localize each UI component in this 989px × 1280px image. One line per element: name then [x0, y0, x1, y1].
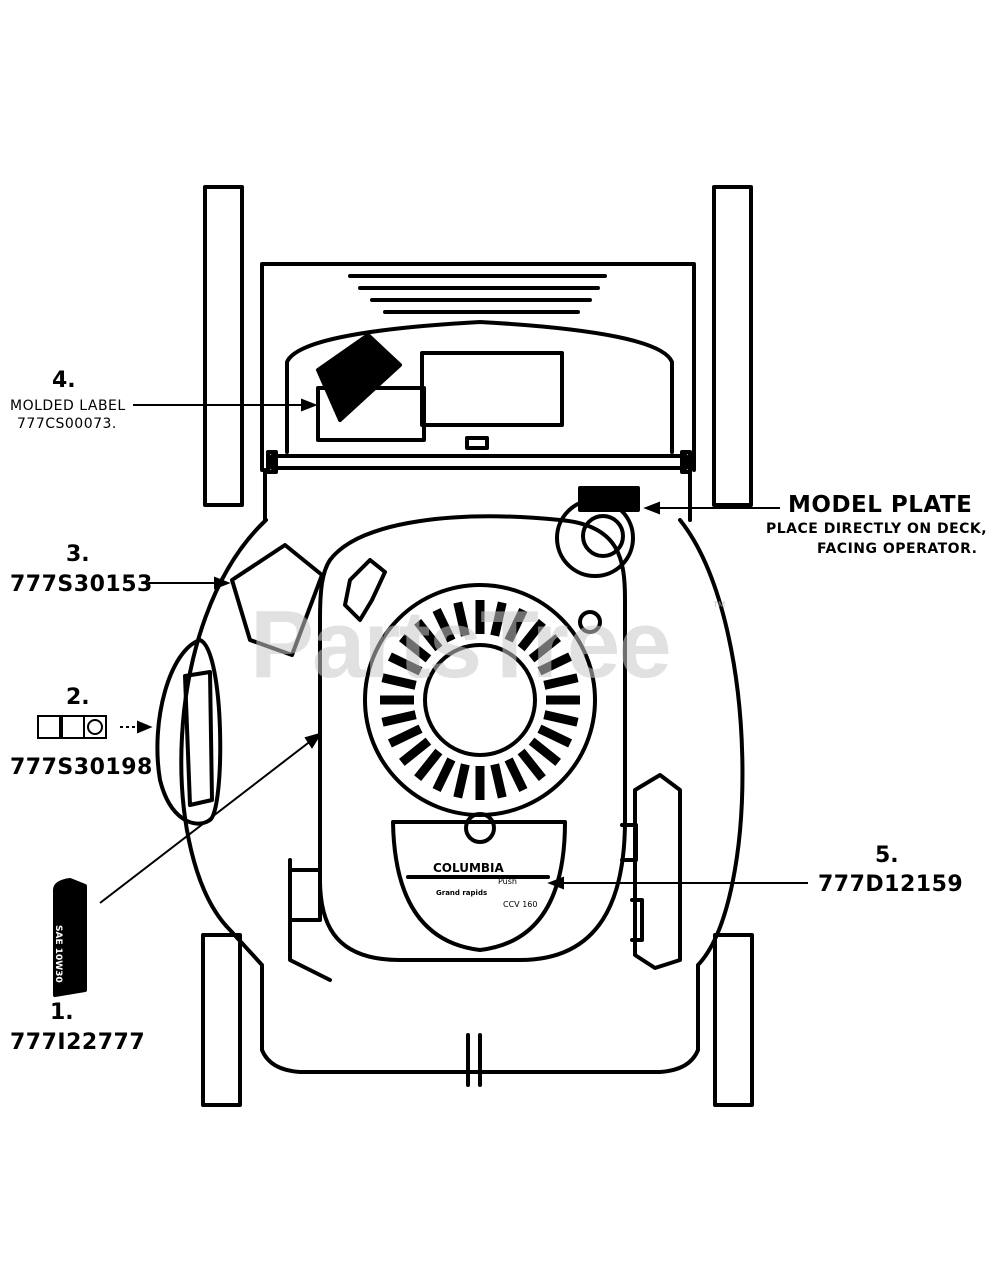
left-handle-bar [203, 185, 244, 507]
side-box [633, 773, 682, 970]
right-rear-wheel [713, 933, 754, 1107]
recoil-fins [380, 600, 580, 800]
callout-4-number: 4. [52, 368, 76, 393]
recoil-fin [504, 607, 528, 643]
bag-slot [465, 436, 489, 450]
label-2-icons [37, 715, 107, 739]
recoil-fin [432, 757, 456, 793]
engine-label-plate [391, 820, 567, 952]
recoil-fin [537, 724, 573, 748]
bag-bar [270, 454, 688, 470]
callout-3-number: 3. [66, 542, 90, 567]
bag-top-lines [348, 274, 607, 314]
bag-frame [260, 262, 696, 472]
model-plate-sticker [578, 486, 640, 512]
callout-2-number: 2. [66, 685, 90, 710]
recoil-fin [414, 619, 443, 652]
right-handle-bar [712, 185, 753, 507]
recoil-fin [387, 652, 423, 676]
engine-sub: Push [498, 877, 517, 886]
engine-brand: COLUMBIA [433, 861, 504, 875]
recoil-fin [543, 673, 579, 690]
callout-4-label: MOLDED LABEL [10, 398, 126, 414]
starter-handle [343, 558, 387, 622]
callout-5-part: 777D12159 [818, 872, 964, 897]
label-3-sticker [230, 543, 324, 657]
recoil-fin [504, 757, 528, 793]
recoil-fin [490, 601, 507, 637]
bag-housing [285, 320, 674, 454]
recoil-fin [517, 748, 546, 781]
recoil-fin [537, 652, 573, 676]
callout-2-part: 777S30198 [10, 755, 153, 780]
watermark: PartsTree [250, 591, 672, 698]
recoil-fin [528, 737, 561, 766]
recoil-fin [414, 748, 443, 781]
callout-1-number: 1. [50, 1000, 74, 1025]
recoil-fin [490, 763, 507, 799]
engine-line1: Grand rapids [436, 889, 488, 897]
callout-5-number: 5. [875, 843, 899, 868]
oil-label [53, 878, 87, 997]
recoil-fin [381, 673, 417, 690]
side-grip [155, 638, 223, 826]
recoil-fin [453, 763, 470, 799]
recoil-fin [517, 619, 546, 652]
mower-deck [179, 518, 745, 1074]
recoil-fin [543, 710, 579, 727]
trademark-symbol: ™ [712, 598, 726, 614]
recoil-fin [399, 634, 432, 663]
recoil-fin [399, 737, 432, 766]
recoil-fin [387, 724, 423, 748]
left-rear-wheel [201, 933, 242, 1107]
callout-3-part: 777S30153 [10, 572, 153, 597]
oil-label-text: SAE 10W30 [53, 925, 63, 983]
recoil-fin [381, 710, 417, 727]
callout-1-part: 777I22777 [10, 1030, 146, 1055]
engine-model: CCV 160 [503, 900, 538, 909]
model-plate-line1: PLACE DIRECTLY ON DECK, [766, 521, 988, 537]
recoil-fin [432, 607, 456, 643]
recoil-fin [528, 634, 561, 663]
model-plate-title: MODEL PLATE [788, 492, 973, 518]
model-plate-line2: FACING OPERATOR. [817, 541, 978, 557]
callout-4-part: 777CS00073. [17, 416, 117, 432]
recoil-fin [453, 601, 470, 637]
